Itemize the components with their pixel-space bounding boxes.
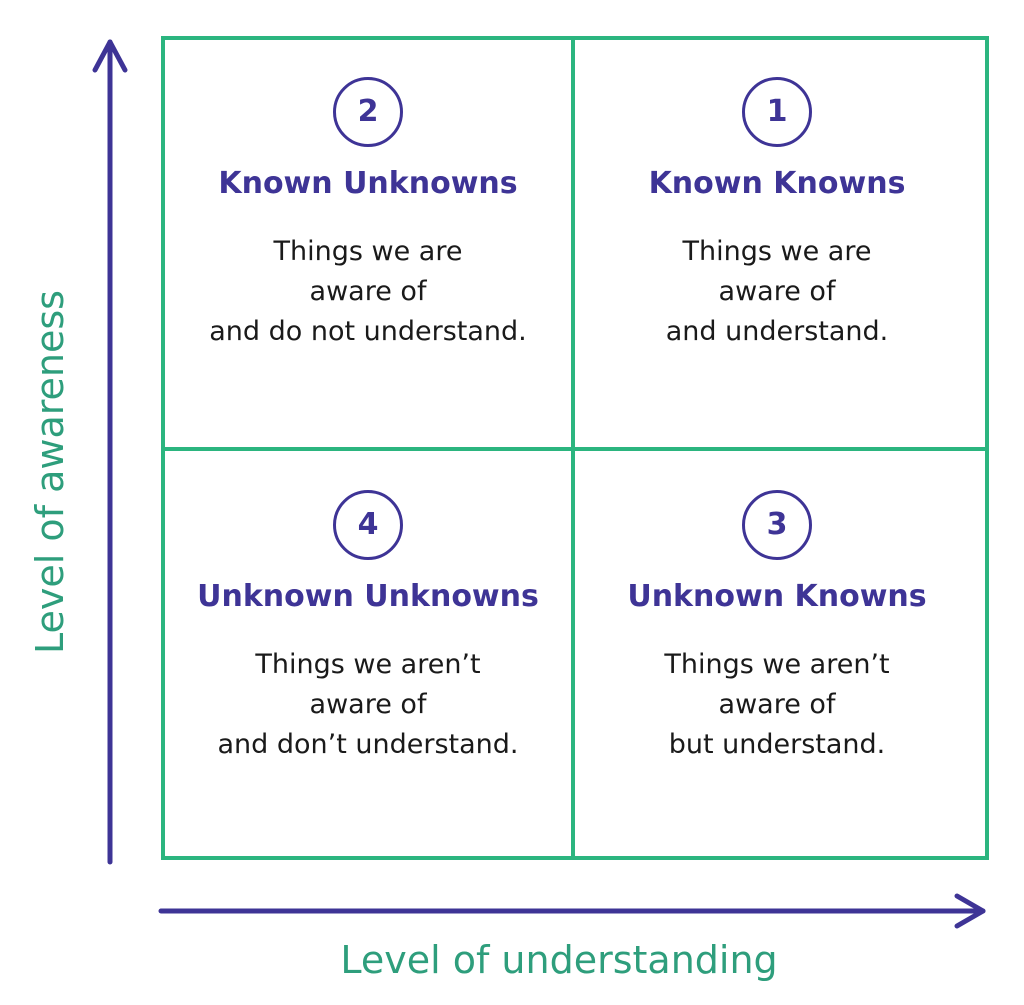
y-axis-arrow [92,39,128,865]
description-line: and don’t understand. [217,729,519,760]
quadrant-known-unknowns: 2 Known Unknowns Things we are aware of … [163,77,573,352]
description-line: aware of [309,689,427,720]
quadrant-title: Known Knowns [648,166,906,201]
description-line: aware of [718,689,836,720]
description-line: Things we aren’t [664,649,890,680]
description-line: Things we are [682,236,872,267]
quadrant-unknown-unknowns: 4 Unknown Unknowns Things we aren’t awar… [163,490,573,765]
y-axis-label: Level of awareness [28,290,72,654]
description-line: aware of [718,276,836,307]
quadrant-number-badge: 4 [333,490,403,560]
description-line: but understand. [668,729,886,760]
description-line: and do not understand. [209,316,527,347]
quadrant-description: Things we are aware of and understand. [572,232,982,352]
grid-horizontal-divider [161,447,989,451]
description-line: Things we aren’t [255,649,481,680]
quadrant-unknown-knowns: 3 Unknown Knowns Things we aren’t aware … [572,490,982,765]
quadrant-number-badge: 2 [333,77,403,147]
quadrant-number-badge: 3 [742,490,812,560]
quadrant-description: Things we aren’t aware of and don’t unde… [163,645,573,765]
description-line: and understand. [665,316,889,347]
quadrant-known-knowns: 1 Known Knowns Things we are aware of an… [572,77,982,352]
quadrant-description: Things we aren’t aware of but understand… [572,645,982,765]
quadrant-number-badge: 1 [742,77,812,147]
x-axis-label: Level of understanding [340,938,778,982]
quadrant-description: Things we are aware of and do not unders… [163,232,573,352]
description-line: aware of [309,276,427,307]
quadrant-title: Unknown Unknowns [197,579,539,614]
x-axis-arrow [158,893,986,929]
description-line: Things we are [273,236,463,267]
quadrant-title: Unknown Knowns [627,579,927,614]
quadrant-title: Known Unknowns [218,166,518,201]
